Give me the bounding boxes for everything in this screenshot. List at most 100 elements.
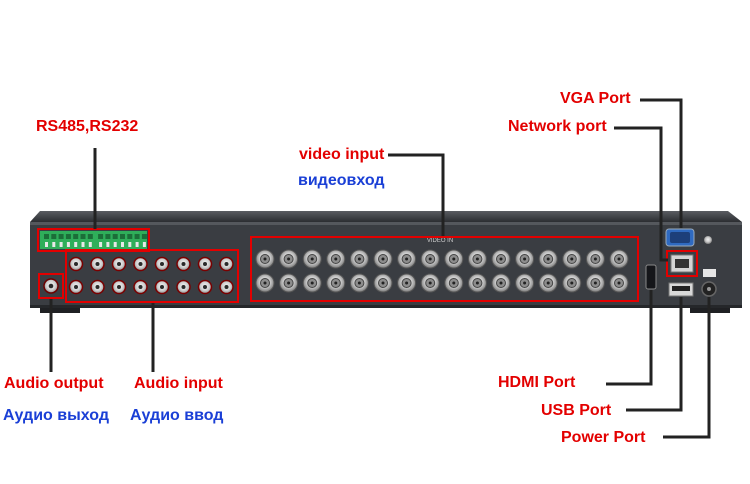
video-bnc-connector [279, 249, 299, 269]
audio-input-jack [133, 279, 148, 295]
terminal-screw [127, 234, 133, 239]
audio-input-jacks [68, 256, 234, 295]
audio-input-jack [219, 256, 234, 272]
audio-input-jack [176, 279, 191, 295]
audio-input-jack [90, 279, 105, 295]
terminal-pin [66, 242, 70, 247]
power-line [663, 297, 711, 439]
video-bnc-connector [467, 273, 487, 293]
hdmi-port [645, 264, 657, 290]
terminal-pin [106, 242, 110, 247]
video-bnc-connector [397, 249, 417, 269]
video-bnc-connector [420, 249, 440, 269]
ground-screw [704, 236, 712, 244]
network-port [670, 254, 694, 273]
audio-input-jack [197, 256, 213, 272]
video-bnc-connector [491, 249, 511, 269]
terminal-pin [142, 242, 146, 247]
video-bnc-connector [491, 273, 511, 293]
vga-port [665, 228, 695, 247]
rs485-label: RS485,RS232 [36, 118, 139, 135]
audio-input-highlight [65, 249, 239, 303]
video-input-highlight [250, 236, 639, 302]
video-bnc-connector [585, 249, 605, 269]
audio-output-highlight [38, 273, 64, 299]
video-bnc-connector [373, 249, 393, 269]
terminal-screw [51, 234, 57, 239]
audio-output-ru-label: Аудио выход [3, 407, 109, 424]
video-bnc-connector [444, 273, 464, 293]
hdmi-line [606, 290, 653, 386]
foot-left [40, 308, 80, 313]
terminal-pin [59, 242, 63, 247]
vga-port-label: VGA Port [560, 90, 631, 107]
video-bnc-connector [515, 273, 535, 293]
terminal-screw [44, 234, 49, 239]
terminal-pin [45, 242, 48, 247]
terminal-pin [121, 242, 124, 247]
video-bnc-connector [420, 273, 440, 293]
terminal-screw [87, 234, 93, 239]
video-input-label: video input [299, 146, 385, 163]
terminal-pin [88, 242, 92, 247]
terminal-screw [65, 234, 71, 239]
network-line [614, 126, 668, 262]
video-bnc-connector [373, 273, 393, 293]
video-bnc-connector [397, 273, 417, 293]
video-input-line [388, 153, 445, 236]
network-port-highlight [666, 250, 698, 277]
audio-input-jack [154, 279, 170, 295]
terminal-screw [80, 234, 86, 239]
terminal-pin [135, 242, 139, 247]
audio-input-jack [154, 256, 170, 272]
video-input-ru-label: видеовход [298, 172, 385, 189]
video-bnc-connector [444, 249, 464, 269]
terminal-screw [112, 234, 118, 239]
audio-input-jack [68, 256, 84, 272]
terminal-pin [74, 242, 78, 247]
terminal-pin [52, 242, 56, 247]
rs485-terminal-block [40, 231, 147, 249]
video-bnc-connector [562, 273, 582, 293]
audio-input-jack [111, 256, 127, 272]
video-bnc-connector [609, 249, 629, 269]
video-input-connectors [255, 249, 629, 293]
audio-input-jack [68, 279, 84, 295]
usb-port-label: USB Port [541, 402, 612, 419]
terminal-screw [134, 234, 140, 239]
audio-input-jack [176, 256, 191, 272]
video-in-header: VIDEO IN [427, 238, 453, 244]
audio-input-jack [219, 279, 234, 295]
video-bnc-connector [515, 249, 535, 269]
video-bnc-connector [302, 273, 322, 293]
video-bnc-connector [538, 249, 558, 269]
callout-lines [49, 98, 711, 439]
chassis-top [30, 211, 742, 222]
video-bnc-connector [326, 273, 346, 293]
terminal-pin [99, 242, 103, 247]
audio-input-jack [133, 256, 148, 272]
video-bnc-connector [349, 273, 369, 293]
video-bnc-connector [609, 273, 629, 293]
terminal-screw [98, 234, 104, 239]
usb-port [668, 282, 694, 297]
terminal-pin [113, 242, 117, 247]
terminal-screw [73, 234, 79, 239]
video-bnc-connector [279, 273, 299, 293]
video-bnc-connector [302, 249, 322, 269]
terminal-screw [120, 234, 125, 239]
video-bnc-connector [255, 273, 275, 293]
video-bnc-connector [326, 249, 346, 269]
terminal-screw [141, 234, 147, 239]
audio-output-label: Audio output [4, 375, 104, 392]
video-bnc-connector [467, 249, 487, 269]
video-bnc-connector [349, 249, 369, 269]
audio-input-jack [90, 256, 105, 272]
terminal-screw [58, 234, 64, 239]
usb-line [626, 297, 683, 412]
terminal-screw [105, 234, 111, 239]
power-port [701, 269, 717, 297]
network-port-label: Network port [508, 118, 607, 135]
audio-input-ru-label: Аудио ввод [130, 407, 224, 424]
